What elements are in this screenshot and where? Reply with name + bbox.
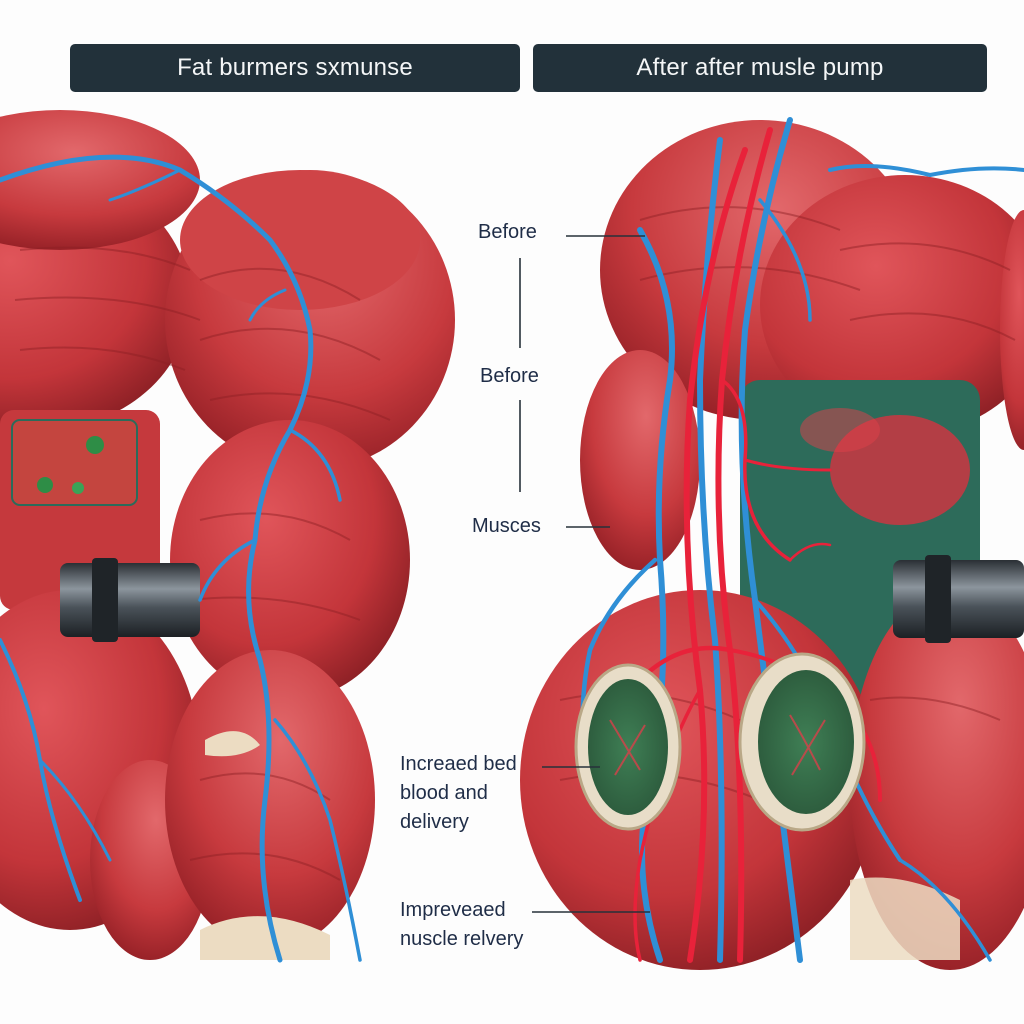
center-bicep-top [180, 170, 420, 310]
label-increased-line: delivery [400, 811, 469, 833]
left-shoulder-muscle [0, 110, 200, 250]
right-panel-title: After after musle pump [533, 44, 987, 92]
left-fat-cell [37, 477, 53, 493]
right-device-cylinder [893, 555, 1024, 643]
label-before-middle: Before [480, 365, 539, 387]
left-veins [0, 154, 362, 963]
right-edge-muscle [1000, 210, 1024, 450]
label-improved-line: Impreveaed [400, 899, 506, 921]
center-tendon [205, 731, 260, 757]
left-fat-cell [72, 482, 84, 494]
left-muscle-group [0, 110, 455, 960]
center-bicep-lower [165, 650, 375, 950]
label-improved-recovery: Impreveaed nuscle relvery [400, 896, 523, 954]
label-improved-line: nuscle relvery [400, 928, 524, 950]
left-panel-title: Fat burmers sxmunse [70, 44, 520, 92]
label-increased-line: blood and [400, 782, 488, 804]
label-muscles: Musces [472, 515, 541, 537]
left-fat-cell [86, 436, 104, 454]
right-pad-right [738, 652, 866, 832]
center-bicep-mid [170, 420, 410, 700]
right-side-muscle [580, 350, 700, 570]
label-before-top: Before [478, 221, 537, 243]
right-outer-muscle [850, 590, 1024, 970]
right-red-speckle [800, 408, 880, 452]
label-increased-blood: Increaed bed blood and delivery [400, 750, 517, 837]
right-upper-muscle [760, 175, 1024, 435]
right-pad-left [574, 663, 682, 831]
center-tendon [200, 916, 330, 960]
left-device-cylinder [60, 558, 200, 642]
callout-lines [519, 235, 650, 913]
right-tendon [850, 877, 960, 960]
label-increased-line: Increaed bed [400, 753, 517, 775]
